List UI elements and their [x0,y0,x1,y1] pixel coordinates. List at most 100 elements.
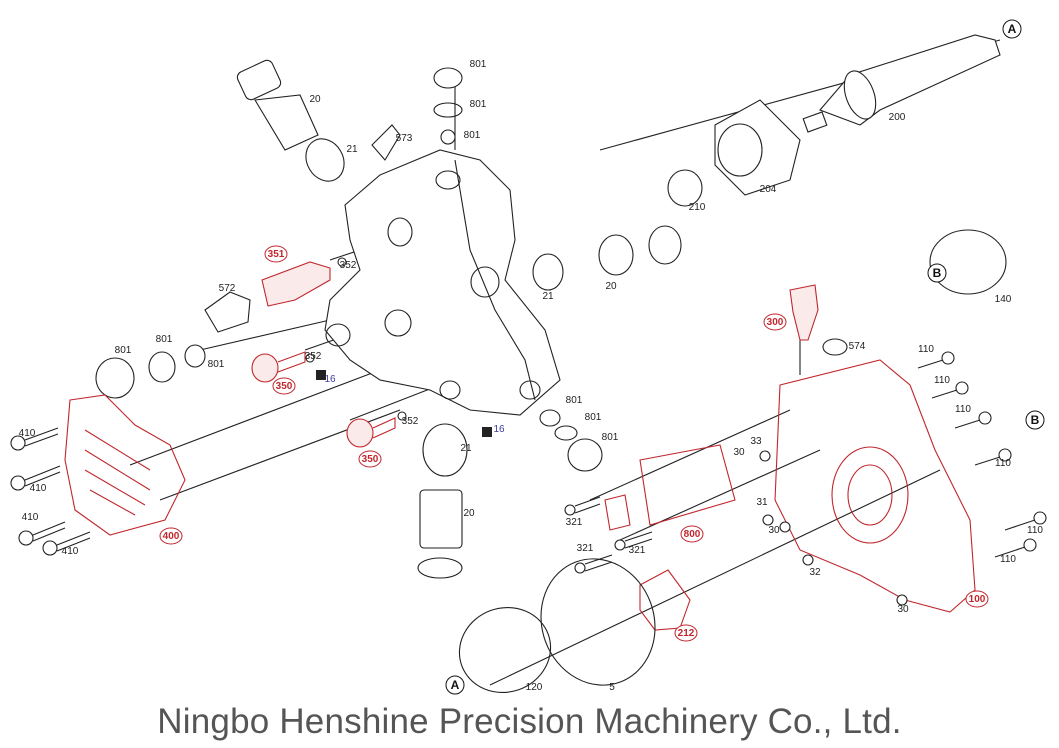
left-parts [64,257,407,536]
part-number: 321 [629,545,646,556]
part-number: 572 [219,283,236,294]
part-number: 400 [163,531,180,542]
part-label-410: 410 [22,512,39,523]
part-label-350: 350 [272,377,296,395]
label-circle [1025,410,1045,430]
part-number: 30 [897,604,909,615]
part-number: 352 [340,260,357,271]
part-label-30: 30 [768,525,780,536]
label-circle [358,450,382,468]
part-number: 110 [955,404,971,415]
label-circle [680,525,704,543]
part-label-B: B [1025,410,1045,430]
part-label-21: 21 [542,291,554,302]
part-label-204: 204 [760,184,777,195]
part-number: 33 [750,436,762,447]
part-label-212: 212 [674,624,698,642]
part-label-574: 574 [849,341,866,352]
part-number: 20 [309,94,321,105]
part-number: B [1031,413,1040,427]
part-label-801: 801 [115,345,132,356]
part-label-30: 30 [733,447,745,458]
part-number: 410 [62,546,79,557]
part-label-16: 16 [493,424,505,435]
part-label-352: 352 [340,260,357,271]
part-number: 321 [566,517,583,528]
part-number: 31 [756,497,768,508]
part-number: 5 [609,682,615,693]
part-labels: 2080180180157321A2002042103513522120B140… [19,19,1045,695]
part-label-110: 110 [918,344,934,355]
part-number: 321 [577,543,594,554]
bolts [10,351,1047,574]
part-label-210: 210 [689,202,706,213]
part-label-120: 120 [526,682,543,693]
part-number: 801 [470,99,487,110]
part-label-21: 21 [460,443,472,454]
part-label-110: 110 [995,458,1011,469]
part-label-410: 410 [30,483,47,494]
part-number: 801 [208,359,225,370]
part-label-20: 20 [605,281,617,292]
part-number: 100 [969,594,986,605]
part-number: 801 [115,345,132,356]
part-label-801: 801 [470,99,487,110]
part-label-300: 300 [763,313,787,331]
part-number: 110 [1027,525,1043,536]
company-watermark: Ningbo Henshine Precision Machinery Co.,… [157,702,902,741]
part-number: 800 [684,529,701,540]
part-number: A [451,678,460,692]
part-label-410: 410 [62,546,79,557]
right-housing [458,229,1007,694]
part-number: 801 [156,334,173,345]
part-label-801: 801 [208,359,225,370]
part-label-140: 140 [995,294,1012,305]
part-label-801: 801 [464,130,481,141]
part-number: 300 [767,317,784,328]
part-number: 410 [19,428,36,439]
part-number: 110 [934,375,950,386]
part-number: 110 [1000,554,1016,565]
part-number: 21 [542,291,554,302]
part-label-572: 572 [219,283,236,294]
label-circle [763,313,787,331]
part-label-20: 20 [309,94,321,105]
part-label-21: 21 [346,144,358,155]
label-circle [445,675,465,695]
part-number: 350 [276,381,293,392]
part-label-33: 33 [750,436,762,447]
part-label-110: 110 [1000,554,1016,565]
part-label-A: A [445,675,465,695]
part-label-321: 321 [577,543,594,554]
part-number: 212 [678,628,695,639]
part-number: 410 [30,483,47,494]
part-number: 352 [402,416,419,427]
label-circle [674,624,698,642]
part-number: 574 [849,341,866,352]
part-label-400: 400 [159,527,183,545]
part-label-801: 801 [470,59,487,70]
lower-center-parts [316,370,603,579]
part-number: 351 [268,249,285,260]
part-number: 16 [324,374,336,385]
label-circle [264,245,288,263]
part-number: 110 [995,458,1011,469]
part-label-352: 352 [402,416,419,427]
part-label-16: 16 [324,374,336,385]
part-number: 140 [995,294,1012,305]
part-number: 16 [493,424,505,435]
part-label-800: 800 [680,525,704,543]
part-label-A: A [1002,19,1022,39]
top-parts [236,59,463,182]
part-number: 30 [733,447,745,458]
label-circle [272,377,296,395]
part-label-801: 801 [602,432,619,443]
part-label-20: 20 [463,508,475,519]
part-number: 801 [464,130,481,141]
part-label-5: 5 [609,682,615,693]
part-label-352: 352 [305,351,322,362]
part-label-573: 573 [396,133,413,144]
part-number: 21 [346,144,358,155]
part-label-110: 110 [1027,525,1043,536]
